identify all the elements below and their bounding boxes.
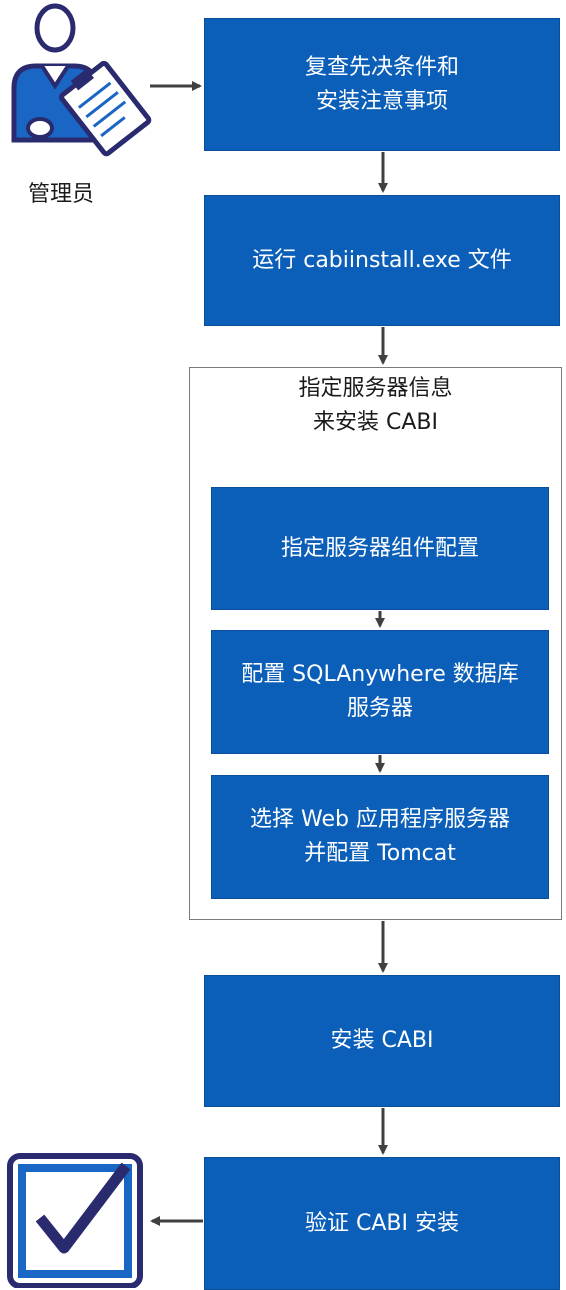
substep-sqlanywhere[interactable]: 配置 SQLAnywhere 数据库 服务器 xyxy=(211,630,549,754)
step-install-cabi[interactable]: 安装 CABI xyxy=(204,975,560,1107)
substep-server-components[interactable]: 指定服务器组件配置 xyxy=(211,487,549,610)
administrator-label: 管理员 xyxy=(27,182,94,207)
step-verify-label: 验证 CABI 安装 xyxy=(305,1210,459,1236)
substep-tomcat[interactable]: 选择 Web 应用程序服务器 并配置 Tomcat xyxy=(211,775,549,899)
step-verify-cabi[interactable]: 验证 CABI 安装 xyxy=(204,1157,560,1290)
step-install-label: 安装 CABI xyxy=(330,1028,434,1053)
substep-sqlanywhere-label: 配置 SQLAnywhere 数据库 服务器 xyxy=(241,662,519,721)
substep-components-label: 指定服务器组件配置 xyxy=(280,535,479,561)
administrator-clipboard-icon xyxy=(11,3,152,157)
step-review-prerequisites[interactable]: 复查先决条件和 安装注意事项 xyxy=(204,18,560,151)
substep-tomcat-label: 选择 Web 应用程序服务器 并配置 Tomcat xyxy=(250,807,510,866)
step-review-label: 复查先决条件和 安装注意事项 xyxy=(304,54,459,114)
group-title: 指定服务器信息 来安装 CABI xyxy=(298,376,453,435)
step-run-label: 运行 cabiinstall.exe 文件 xyxy=(252,247,512,273)
checkbox-complete-icon xyxy=(7,1153,143,1288)
step-run-installer[interactable]: 运行 cabiinstall.exe 文件 xyxy=(204,195,560,326)
